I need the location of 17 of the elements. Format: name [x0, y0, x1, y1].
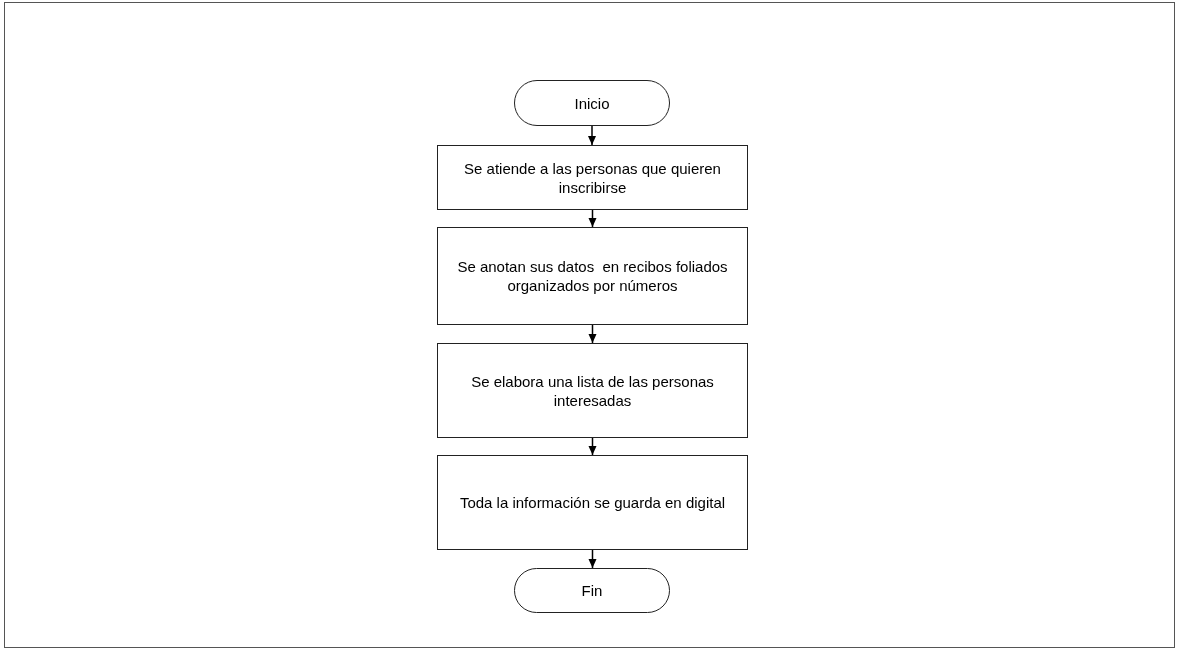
arrow [588, 209, 597, 228]
arrow [588, 324, 597, 344]
node-text: Se anotan sus datos en recibos foliados organizados por números [456, 257, 729, 295]
process-box [437, 227, 748, 325]
node-text: Fin [581, 581, 603, 600]
node-text: Inicio [574, 93, 610, 113]
node-text: Toda la información se guarda en digital [459, 493, 726, 512]
process-box [437, 455, 748, 550]
process-box [437, 145, 748, 210]
node-text: Se elabora una lista de las personas interesadas [470, 371, 715, 410]
terminal-shape [514, 80, 670, 126]
node-text: Se atiende a las personas que quieren inscribirse [463, 158, 722, 197]
arrow [588, 549, 597, 569]
process-box [437, 343, 748, 438]
arrow [588, 125, 596, 146]
arrow [588, 437, 597, 456]
terminal-shape [514, 568, 670, 613]
